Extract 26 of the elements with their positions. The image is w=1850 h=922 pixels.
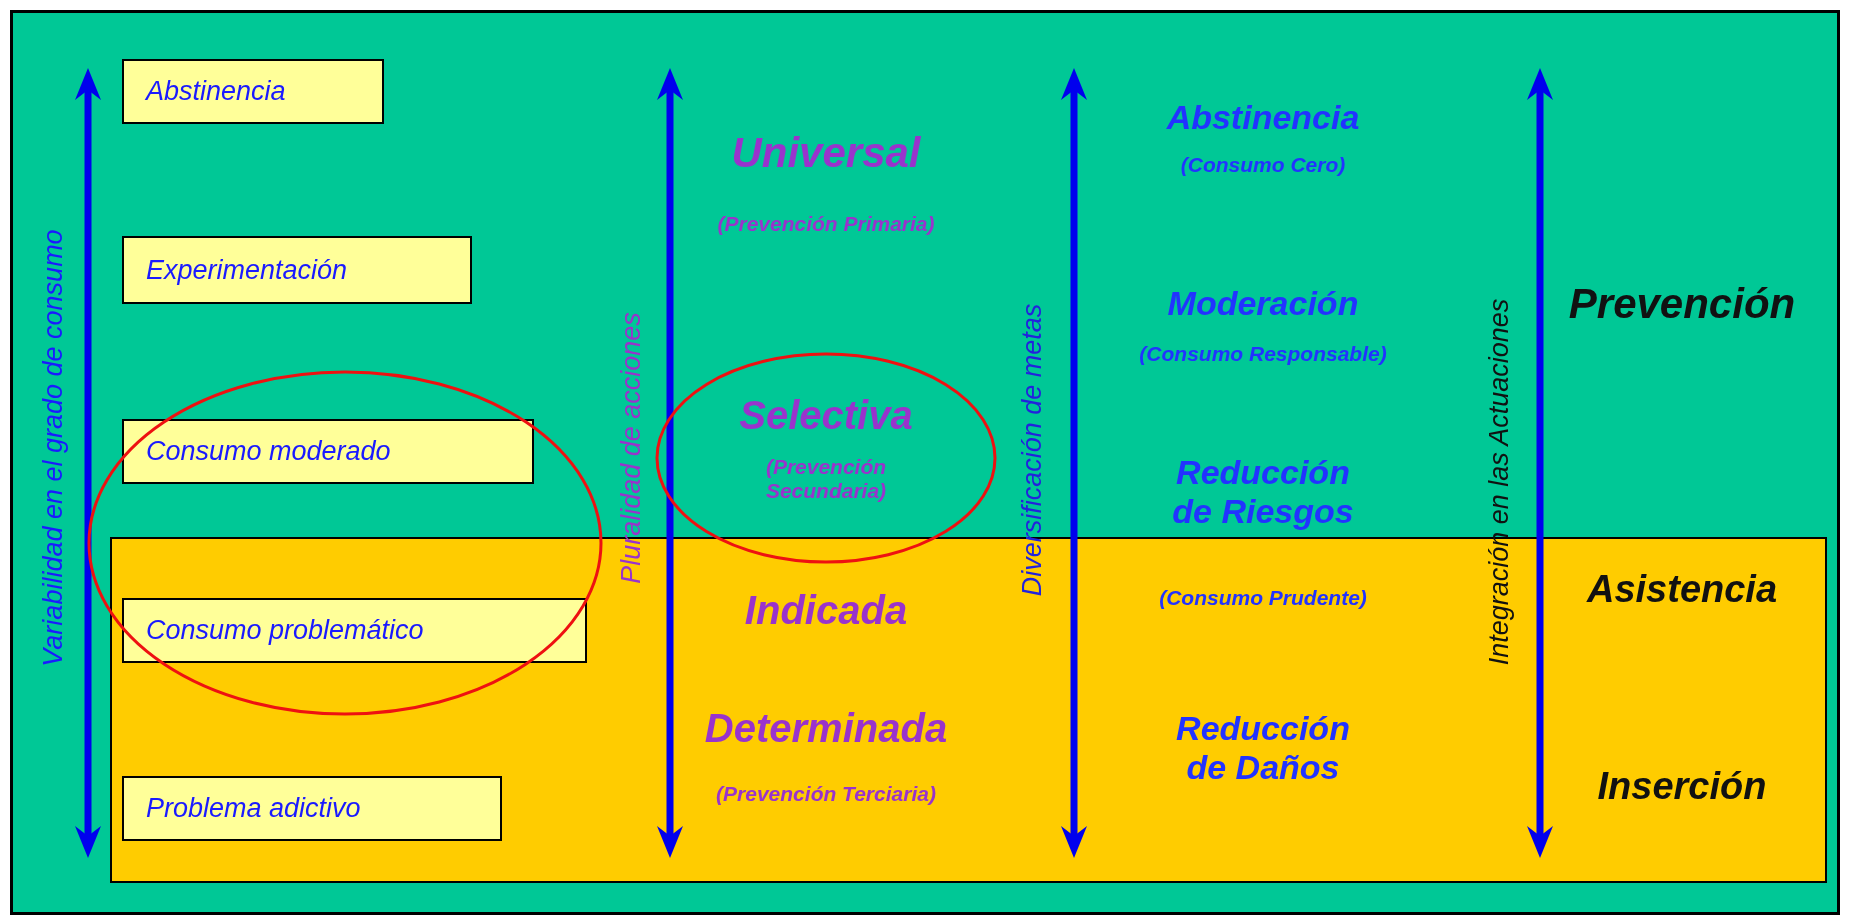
axis-label: Variabilidad en el grado de consumo [37,229,69,667]
level-box: Abstinencia [122,59,384,124]
level-box: Experimentación [122,236,472,304]
goal-note: (Consumo Cero) [1179,152,1347,178]
goal-note: (Consumo Responsable) [1138,341,1388,367]
level-note: (Prevención Primaria) [716,211,936,237]
level-heading: Selectiva [738,392,914,438]
goal-heading: Reducción de Daños [1175,708,1351,788]
action-heading: Asistencia [1585,568,1779,612]
level-heading: Indicada [743,587,909,633]
goal-note: (Consumo Prudente) [1158,585,1368,611]
goal-heading: Abstinencia [1165,98,1361,138]
action-heading: Prevención [1567,279,1797,329]
axis-label: Integración en las Actuaciones [1483,298,1515,666]
action-heading: Inserción [1596,765,1768,809]
axis-label: Diversificación de metas [1016,303,1048,597]
level-note: (Prevención Secundaria) [764,454,888,504]
level-note: (Prevención Terciaria) [716,781,936,807]
level-box: Consumo problemático [122,598,587,663]
level-box: Consumo moderado [122,419,534,484]
level-box: Problema adictivo [122,776,502,841]
goal-heading: Moderación [1166,284,1360,324]
goal-heading: Reducción de Riesgos [1171,452,1355,532]
level-heading: Universal [730,128,922,178]
level-heading: Determinada [703,705,949,751]
axis-label: Pluralidad de acciones [615,312,647,584]
